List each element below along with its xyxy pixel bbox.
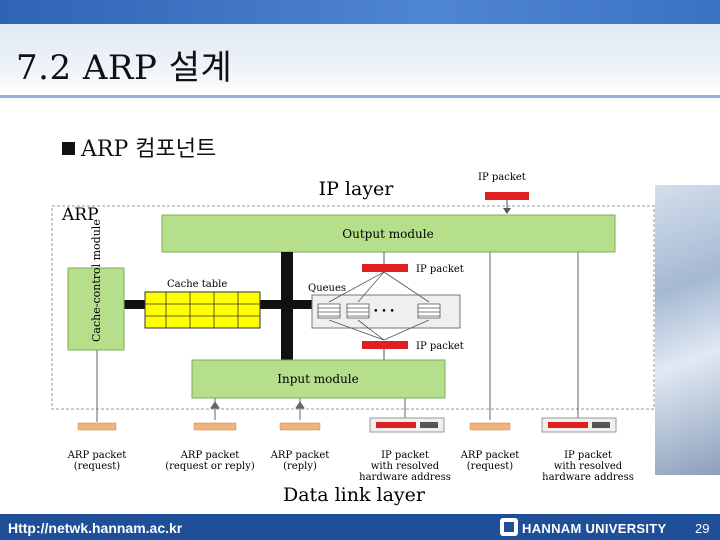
hw-frame-2 — [541, 417, 617, 433]
cache-control-module — [67, 267, 125, 351]
arp-packet-2 — [193, 422, 237, 431]
cache-control-label: Cache-control module — [90, 219, 103, 342]
slide-title: 7.2 ARP 설계 — [16, 48, 233, 88]
title-band — [0, 24, 720, 96]
footer-url: Http://netwk.hannam.ac.kr — [8, 520, 183, 536]
top-banner — [0, 0, 720, 24]
arp-packet-1 — [77, 422, 117, 431]
queues-label: Queues — [308, 283, 346, 294]
ip-packet-mid — [362, 264, 408, 272]
bullet-square-icon — [62, 142, 75, 155]
input-module-label: Input module — [277, 372, 358, 386]
cache-table-label: Cache table — [167, 279, 227, 290]
bottom-label-6-line2: with resolved — [554, 461, 623, 472]
queue-icons — [317, 303, 441, 319]
arp-label: ARP — [61, 205, 99, 225]
ip-packet-low — [362, 341, 408, 349]
ip-packet-mid-label: IP packet — [416, 264, 464, 275]
output-module-label: Output module — [342, 227, 433, 241]
data-link-layer-label: Data link layer — [283, 484, 426, 506]
ip-packet-low-label: IP packet — [416, 341, 464, 352]
bottom-label-1-line2: (request) — [74, 461, 121, 472]
page-number: 29 — [695, 521, 710, 536]
queues-ellipsis: • • • — [373, 307, 395, 317]
bottom-label-5-line1: ARP packet — [460, 450, 520, 461]
cache-table — [144, 291, 261, 329]
bottom-label-4-line2: with resolved — [371, 461, 440, 472]
footer-university: HANNAM UNIVERSITY — [522, 521, 667, 536]
arp-boundary — [51, 205, 655, 410]
decorative-image — [655, 185, 720, 475]
university-logo-icon — [500, 518, 518, 536]
bottom-label-1-line1: ARP packet — [67, 450, 127, 461]
arp-packet-4 — [469, 422, 511, 431]
arp-packet-3 — [279, 422, 321, 431]
bottom-label-3-line2: (reply) — [283, 461, 317, 472]
footer-bar: Http://netwk.hannam.ac.kr HANNAM UNIVERS… — [0, 514, 720, 540]
input-module — [191, 359, 446, 399]
bullet-text: ARP 컴포넌트 — [81, 137, 217, 162]
hw-frame-1 — [369, 417, 445, 433]
title-divider — [0, 95, 720, 98]
bottom-label-2-line1: ARP packet — [180, 450, 240, 461]
ip-packet-top — [485, 192, 529, 200]
bottom-label-2-line2: (request or reply) — [165, 461, 255, 472]
bullet-item: ARP 컴포넌트 — [62, 131, 216, 163]
bottom-label-6-line3: hardware address — [542, 472, 634, 483]
ip-packet-top-label: IP packet — [478, 172, 526, 183]
bottom-label-4-line1: IP packet — [381, 450, 429, 461]
bottom-label-3-line1: ARP packet — [270, 450, 330, 461]
bottom-label-6-line1: IP packet — [564, 450, 612, 461]
bottom-label-4-line3: hardware address — [359, 472, 451, 483]
bottom-label-5-line2: (request) — [467, 461, 514, 472]
ip-layer-label: IP layer — [319, 178, 395, 200]
output-module — [161, 214, 616, 253]
